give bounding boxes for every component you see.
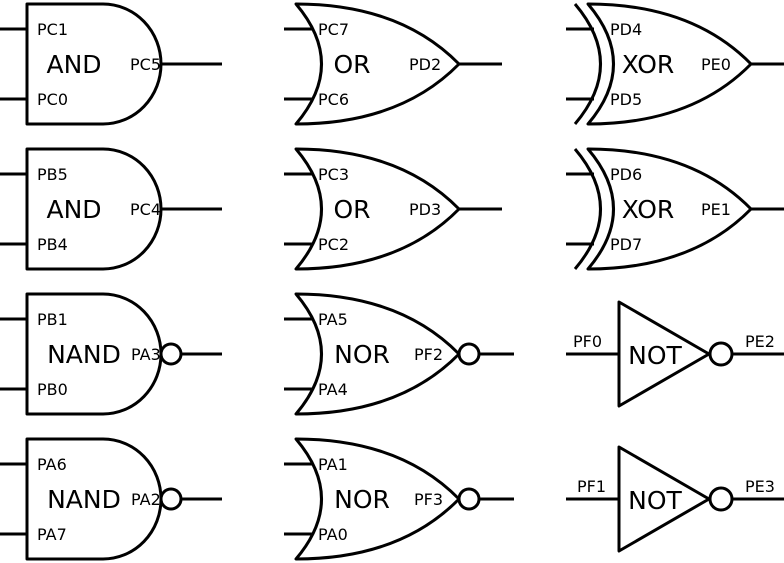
gate-nand-1: PB1 PB0 NAND PA3 — [0, 292, 222, 416]
gate-output-label: PA2 — [131, 490, 161, 509]
gate-input-1-label: PC3 — [318, 165, 349, 184]
gate-not-2: PF1 NOT PE3 — [566, 445, 784, 553]
gate-output-label: PC4 — [130, 200, 161, 219]
gate-output-label: PD3 — [409, 200, 441, 219]
gate-input-1-label: PA6 — [37, 455, 67, 474]
gate-nor-1: PA5 PA4 NOR PF2 — [284, 292, 514, 416]
gate-and-1: PC1 PC0 AND PC5 — [0, 2, 222, 126]
gate-input-1-label: PF1 — [577, 477, 606, 496]
gate-type-label: NOR — [334, 340, 390, 369]
gate-or-1: PC7 PC6 OR PD2 — [284, 2, 502, 126]
gate-input-1-label: PA1 — [318, 455, 348, 474]
gate-output-label: PC5 — [130, 55, 161, 74]
gate-input-2-label: PD5 — [610, 90, 642, 109]
gate-or-2: PC3 PC2 OR PD3 — [284, 147, 502, 271]
gate-output-label: PF3 — [414, 490, 443, 509]
gate-input-2-label: PD7 — [610, 235, 642, 254]
gate-and-2: PB5 PB4 AND PC4 — [0, 147, 222, 271]
gate-type-label: NAND — [47, 340, 121, 369]
gate-type-label: AND — [46, 50, 101, 79]
gate-output-label: PE2 — [745, 332, 775, 351]
gate-input-2-label: PC6 — [318, 90, 349, 109]
gate-input-2-label: PA4 — [318, 380, 348, 399]
gate-output-label: PA3 — [131, 345, 161, 364]
gate-type-label: XOR — [622, 50, 675, 79]
gate-input-2-label: PB4 — [37, 235, 68, 254]
gate-input-1-label: PD6 — [610, 165, 642, 184]
gate-input-1-label: PB1 — [37, 310, 68, 329]
gate-output-label: PE0 — [701, 55, 731, 74]
gate-input-2-label: PC2 — [318, 235, 349, 254]
gate-type-label: AND — [46, 195, 101, 224]
gate-type-label: OR — [333, 195, 370, 224]
gate-input-1-label: PF0 — [573, 332, 602, 351]
gate-input-2-label: PB0 — [37, 380, 68, 399]
gate-type-label: NOT — [628, 341, 682, 370]
gate-output-label: PF2 — [414, 345, 443, 364]
gate-xor-2: PD6 PD7 XOR PE1 — [566, 147, 784, 271]
gate-input-1-label: PB5 — [37, 165, 68, 184]
gate-type-label: XOR — [622, 195, 675, 224]
gate-input-1-label: PD4 — [610, 20, 642, 39]
gate-output-label: PE1 — [701, 200, 731, 219]
gate-input-2-label: PC0 — [37, 90, 68, 109]
gate-output-label: PD2 — [409, 55, 441, 74]
gate-input-2-label: PA7 — [37, 525, 67, 544]
gate-input-1-label: PC7 — [318, 20, 349, 39]
gate-input-1-label: PC1 — [37, 20, 68, 39]
gate-output-label: PE3 — [745, 477, 775, 496]
gate-input-1-label: PA5 — [318, 310, 348, 329]
gate-xor-1: PD4 PD5 XOR PE0 — [566, 2, 784, 126]
gate-type-label: NAND — [47, 485, 121, 514]
gate-type-label: NOR — [334, 485, 390, 514]
gate-not-1: PF0 NOT PE2 — [566, 300, 784, 408]
gate-nand-2: PA6 PA7 NAND PA2 — [0, 437, 222, 561]
gate-nor-2: PA1 PA0 NOR PF3 — [284, 437, 514, 561]
gate-type-label: NOT — [628, 486, 682, 515]
gate-type-label: OR — [333, 50, 370, 79]
gate-input-2-label: PA0 — [318, 525, 348, 544]
